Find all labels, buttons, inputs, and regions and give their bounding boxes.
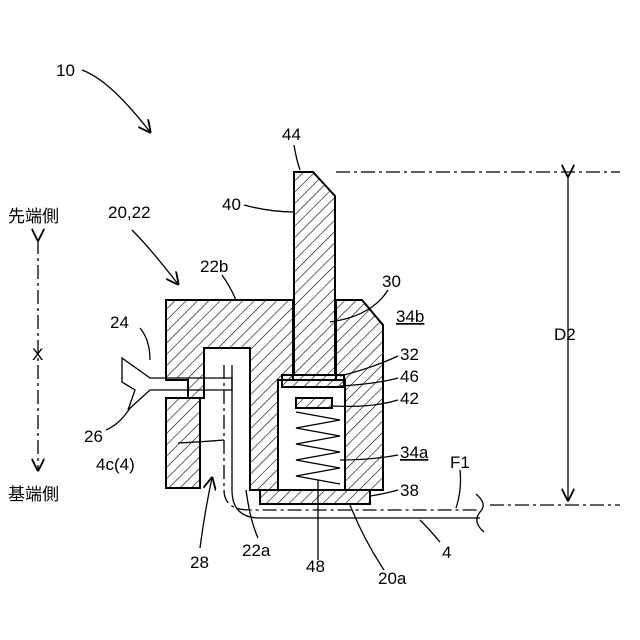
label-34b: 34b xyxy=(396,307,424,326)
label-46: 46 xyxy=(400,367,419,386)
label-22a: 22a xyxy=(242,541,271,560)
cable-break xyxy=(476,494,484,532)
label-4: 4 xyxy=(442,543,451,562)
label-44: 44 xyxy=(282,125,301,144)
label-20-22: 20,22 xyxy=(108,203,151,222)
label-42: 42 xyxy=(400,389,419,408)
label-32: 32 xyxy=(400,345,419,364)
bottom-plate xyxy=(260,490,370,504)
leader-28 xyxy=(200,478,212,548)
label-34a: 34a xyxy=(400,443,429,462)
leader-26 xyxy=(106,408,130,430)
leader-44 xyxy=(294,145,300,170)
leader-F1 xyxy=(456,470,461,508)
label-4c: 4c(4) xyxy=(96,455,135,474)
plunger-flange xyxy=(282,375,344,387)
label-38: 38 xyxy=(400,481,419,500)
leader-20-22 xyxy=(132,230,178,284)
label-F1: F1 xyxy=(450,453,470,472)
label-24: 24 xyxy=(110,313,129,332)
label-X: X xyxy=(32,345,43,364)
spring-seat-upper xyxy=(296,398,332,408)
label-20a: 20a xyxy=(378,569,407,588)
leader-22a xyxy=(246,490,258,538)
label-28: 28 xyxy=(190,553,209,572)
label-base-side: 基端側 xyxy=(8,485,59,505)
leader-10 xyxy=(82,70,150,132)
label-tip-side: 先端側 xyxy=(8,207,59,227)
label-10: 10 xyxy=(56,61,75,80)
leader-20a xyxy=(350,505,384,570)
label-40: 40 xyxy=(222,195,241,214)
label-30: 30 xyxy=(382,272,401,291)
label-48: 48 xyxy=(306,557,325,576)
label-D2: D2 xyxy=(554,325,576,344)
label-22b: 22b xyxy=(200,257,228,276)
leader-40 xyxy=(244,205,294,212)
plunger-pin xyxy=(294,172,335,375)
leader-24 xyxy=(140,328,150,360)
leader-4 xyxy=(420,520,440,542)
label-26: 26 xyxy=(84,427,103,446)
leader-22b xyxy=(222,275,236,300)
